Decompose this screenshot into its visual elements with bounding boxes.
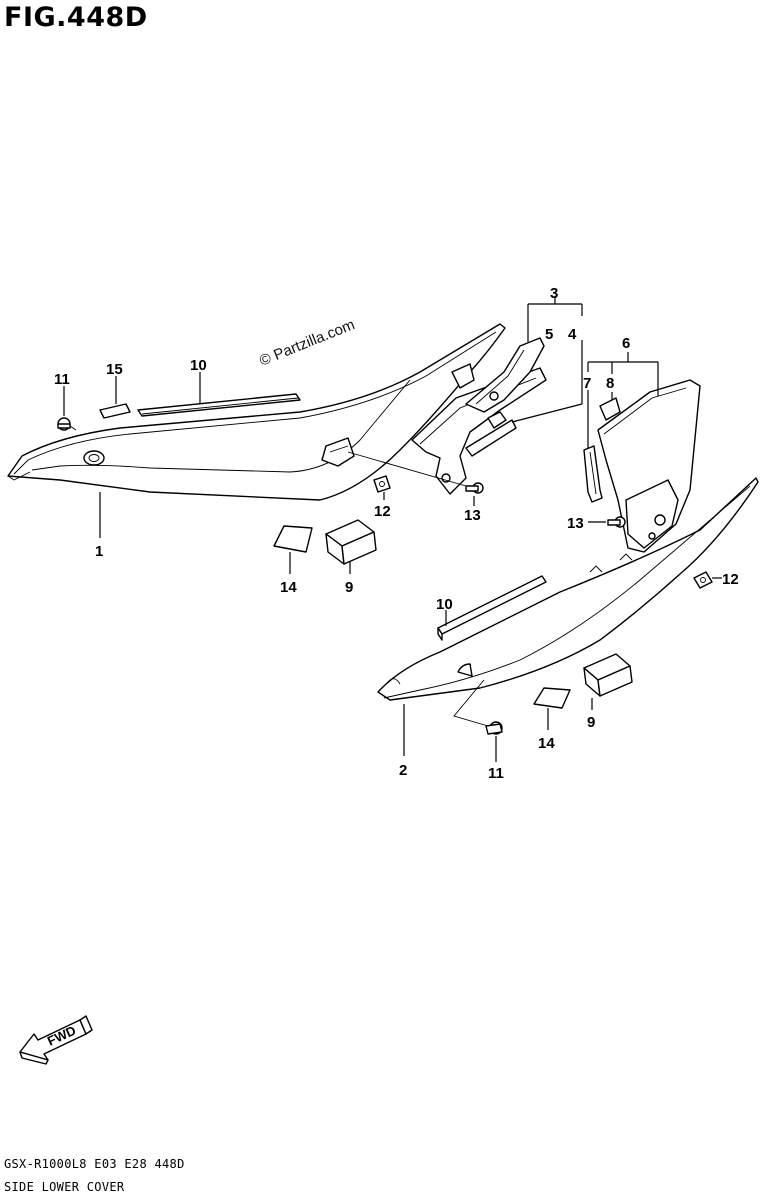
callout-14-left: 14 bbox=[280, 579, 297, 596]
fwd-arrow-icon: FWD bbox=[19, 1015, 93, 1065]
leader-screw-to-bracket bbox=[347, 451, 467, 487]
callout-2: 2 bbox=[399, 762, 407, 779]
part-11-screw-left[interactable] bbox=[57, 417, 77, 431]
callout-11-left: 11 bbox=[54, 371, 70, 388]
watermark: © Partzilla.com bbox=[257, 316, 357, 370]
leader-screw-to-cover-right bbox=[453, 679, 489, 727]
callout-11-right: 11 bbox=[488, 765, 504, 782]
part-10-strip-left[interactable] bbox=[137, 393, 301, 417]
part-12-nut-right[interactable] bbox=[693, 571, 713, 589]
callout-10-right: 10 bbox=[436, 596, 453, 613]
callout-8: 8 bbox=[606, 375, 614, 392]
part-1-left-cover[interactable] bbox=[7, 323, 506, 501]
part-13-bolt-left[interactable] bbox=[465, 482, 484, 494]
part-12-nut-left[interactable] bbox=[373, 475, 391, 493]
callout-9-right: 9 bbox=[587, 714, 595, 731]
part-7-pad[interactable] bbox=[583, 445, 603, 503]
part-5-bracket-upper[interactable] bbox=[451, 337, 545, 413]
part-11-screw-right[interactable] bbox=[485, 721, 503, 762]
callout-4: 4 bbox=[568, 326, 577, 343]
callout-9-left: 9 bbox=[345, 579, 353, 596]
part-14-pad-left[interactable] bbox=[273, 525, 313, 553]
part-9-block-left[interactable] bbox=[325, 519, 377, 565]
callout-10-left: 10 bbox=[190, 357, 207, 374]
callout-12-right: 12 bbox=[722, 571, 739, 588]
callout-12-left: 12 bbox=[374, 503, 391, 520]
part-13-bolt-right[interactable] bbox=[607, 516, 626, 528]
part-6-side-panel[interactable] bbox=[597, 379, 701, 553]
part-4-lower-strip[interactable] bbox=[465, 411, 517, 457]
callout-13-right: 13 bbox=[567, 515, 584, 532]
figure-title: FIG.448D bbox=[4, 2, 148, 33]
callout-3: 3 bbox=[550, 285, 558, 302]
callout-14-right: 14 bbox=[538, 735, 555, 752]
footer-name: SIDE LOWER COVER bbox=[4, 1180, 125, 1194]
part-15-pad[interactable] bbox=[99, 403, 131, 419]
callout-6: 6 bbox=[622, 335, 630, 352]
part-9-block-right[interactable] bbox=[583, 653, 633, 697]
part-14-pad-right[interactable] bbox=[533, 687, 571, 709]
part-10-strip-right[interactable] bbox=[437, 575, 547, 641]
callout-7: 7 bbox=[583, 375, 591, 392]
part-8-pad[interactable] bbox=[599, 397, 621, 421]
part-2-right-cover[interactable] bbox=[377, 477, 759, 701]
callout-13-left: 13 bbox=[464, 507, 481, 524]
callout-5: 5 bbox=[545, 326, 553, 343]
footer-code: GSX-R1000L8 E03 E28 448D bbox=[4, 1157, 185, 1171]
callout-1: 1 bbox=[95, 543, 103, 560]
callout-15: 15 bbox=[106, 361, 123, 378]
